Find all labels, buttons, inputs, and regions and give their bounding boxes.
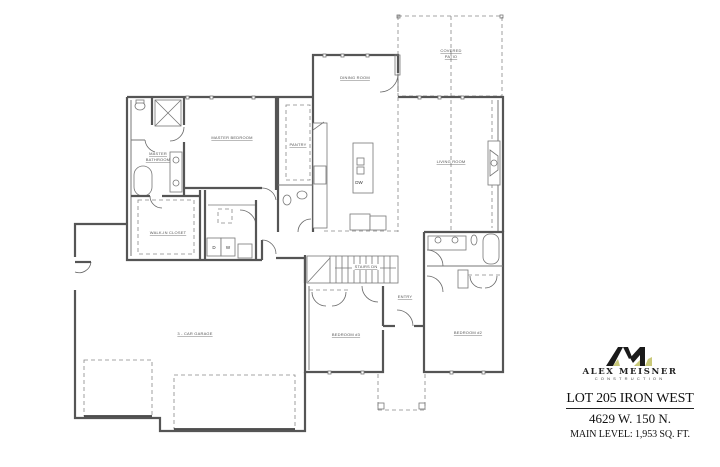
stairs: STAIRS DN [306,255,399,284]
living-room: LIVING ROOM [397,95,505,232]
brand-name: ALEX MEISNER [582,367,678,377]
room-label-walk-in-closet: WALK-IN CLOSET [150,230,187,235]
washer-label: W [226,245,231,250]
address: 4629 W. 150 N. [589,411,671,426]
room-label-master-bathroom: MASTER [149,151,167,156]
brand-subtitle: CONSTRUCTION [594,376,666,381]
garage: 3 - CAR GARAGE [73,222,307,433]
dryer-label: D [212,245,216,250]
title-block: ALEX MEISNER CONSTRUCTION LOT 205 IRON W… [560,345,700,440]
room-label-bedroom-3: BEDROOM #3 [332,332,361,337]
svg-text:BATHROOM: BATHROOM [146,157,170,162]
kitchen: PANTRY DW [276,97,398,233]
main-level-sqft: MAIN LEVEL: 1,953 SQ. FT. [570,429,690,440]
room-label-stairs: STAIRS DN [355,264,378,269]
dishwasher-label: DW [355,180,363,185]
room-label-living-room: LIVING ROOM [437,159,466,164]
dining-room: DINING ROOM [311,53,401,97]
room-label-garage: 3 - CAR GARAGE [177,331,212,336]
room-label-pantry: PANTRY [289,142,306,147]
lot-title: LOT 205 IRON WEST [566,391,694,409]
laundry-room: D W [203,190,258,260]
room-label-dining-room: DINING ROOM [340,75,370,80]
covered-patio: COVERED PATIO [396,14,504,232]
bedroom-2-wing: BEDROOM #2 [422,230,505,375]
room-label-master-bedroom: MASTER BEDROOM [211,135,252,140]
svg-text:PATIO: PATIO [445,54,457,59]
alex-meisner-logo-icon [606,347,652,366]
room-label-covered-patio: COVERED [440,48,461,53]
room-label-entry: ENTRY [398,294,413,299]
room-label-bedroom-2: BEDROOM #2 [454,330,483,335]
master-suite: MASTER BEDROOM MASTER BATHROOM WALK-IN C… [125,95,313,262]
